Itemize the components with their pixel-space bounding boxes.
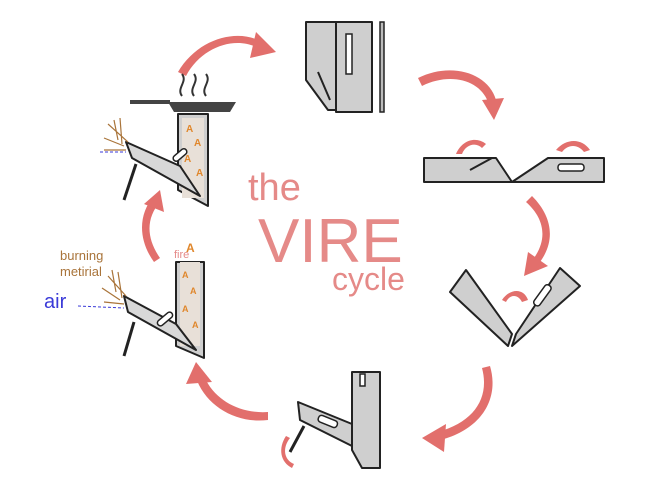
label-material: metirial — [60, 264, 102, 279]
arrow-top-left — [178, 32, 276, 76]
pan-icon — [168, 102, 236, 112]
title-cycle: cycle — [332, 261, 405, 297]
svg-text:A: A — [182, 270, 189, 280]
svg-text:A: A — [194, 138, 201, 149]
arrow-top-right — [418, 70, 504, 120]
label-air: air — [44, 291, 67, 313]
steam-icon — [179, 73, 209, 97]
label-fire: fire — [174, 249, 189, 261]
twigs-icon-top — [103, 117, 129, 151]
svg-text:A: A — [192, 320, 199, 330]
svg-text:A: A — [182, 304, 189, 314]
step-v-fold — [449, 267, 581, 347]
svg-text:A: A — [196, 168, 203, 179]
title-vire: VIRE — [258, 207, 403, 276]
svg-text:A: A — [186, 124, 193, 135]
title-the: the — [248, 167, 301, 209]
cycle-arrows — [142, 32, 550, 452]
step-folded-plate — [305, 21, 385, 113]
arrow-left — [142, 190, 164, 262]
label-burning: burning — [60, 248, 103, 263]
step-upper-stove: A A A A — [100, 73, 236, 207]
arrow-bottom-left — [186, 362, 268, 421]
diagram-title: the VIRE cycle — [248, 167, 405, 297]
svg-text:A: A — [186, 241, 195, 255]
arrow-right — [524, 196, 550, 276]
arrow-bottom-right — [422, 366, 493, 452]
svg-text:A: A — [190, 286, 197, 296]
step-flat-plate — [423, 139, 605, 183]
svg-text:A: A — [184, 154, 191, 165]
twigs-icon — [101, 269, 127, 305]
step-lower-stove: A A A A burning metirial air fire A — [44, 241, 205, 359]
step-bottom-stand — [281, 371, 381, 469]
side-strip — [379, 21, 385, 113]
